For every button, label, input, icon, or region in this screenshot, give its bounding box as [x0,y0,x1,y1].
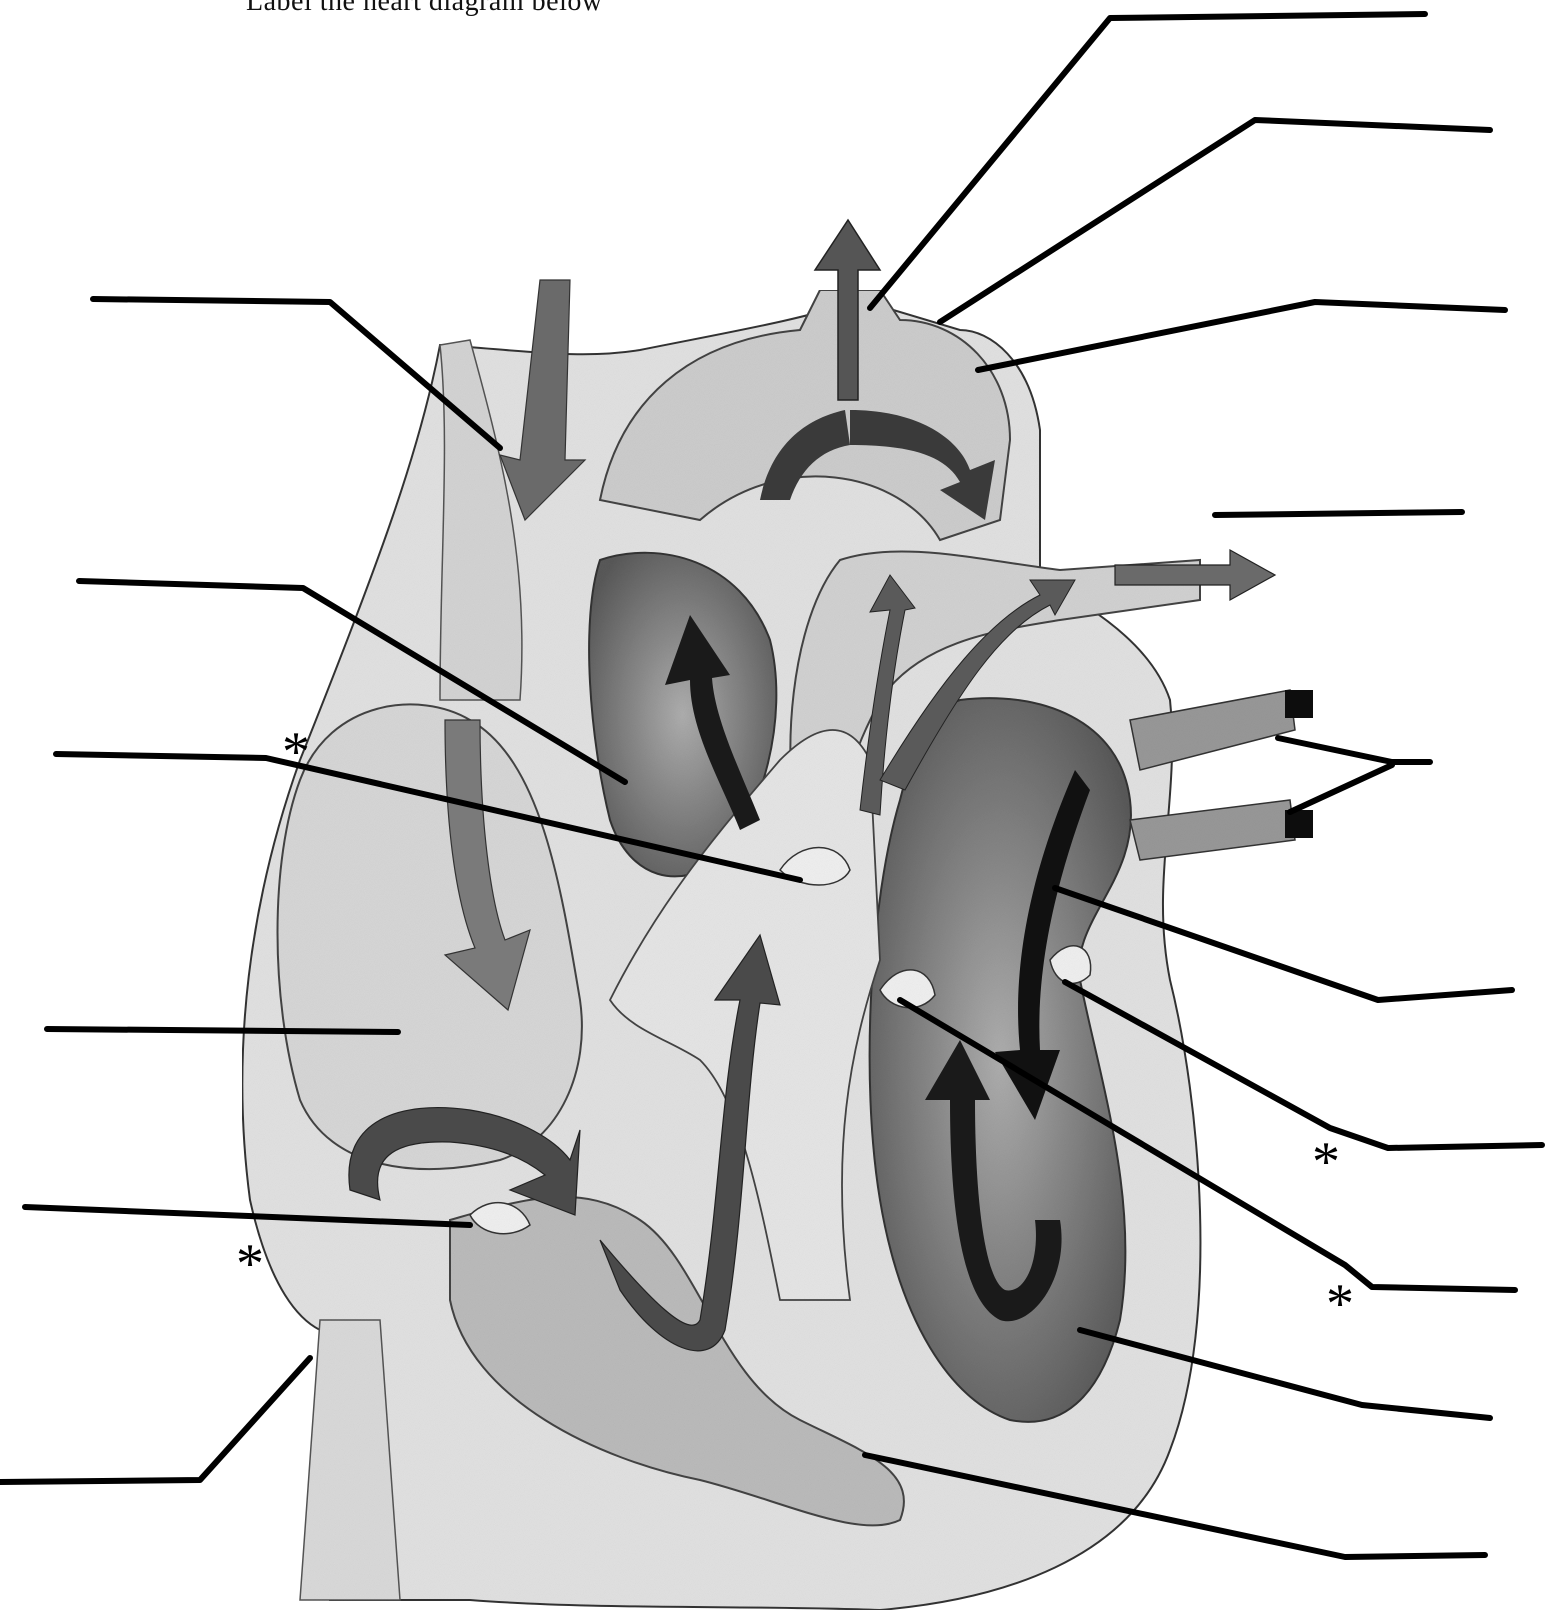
label-line-aorta-mid [940,120,1490,322]
label-line-inferior-vena-cava [0,1358,310,1482]
label-line-right-atrium [47,1029,398,1032]
label-line-pulmonary-veins-bottom [1290,765,1392,812]
asterisk-mark: * [282,721,310,783]
label-line-aorta-branch [870,14,1425,308]
asterisk-mark: * [1326,1273,1354,1335]
asterisk-mark: * [1312,1131,1340,1193]
label-line-pulmonary-veins-top [1278,738,1430,762]
label-line-aortic-arch-right [978,302,1505,370]
label-line-pulmonary-artery [1215,512,1462,515]
asterisk-mark: * [236,1233,264,1295]
